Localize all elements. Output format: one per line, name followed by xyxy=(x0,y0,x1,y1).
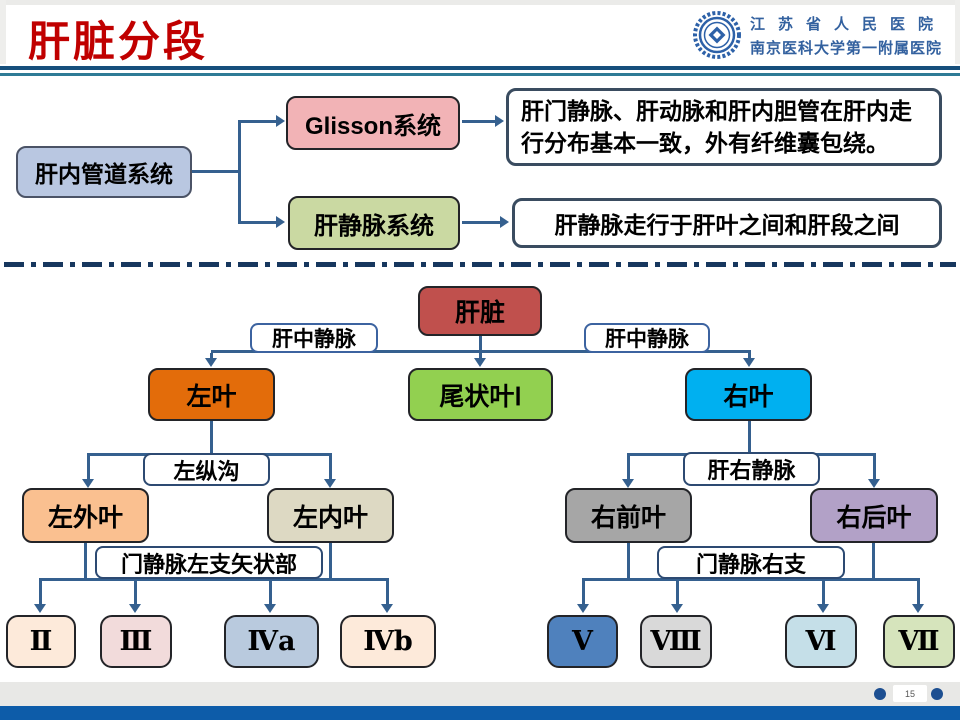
connector xyxy=(210,421,213,455)
arrow-to-left-inner xyxy=(324,479,336,488)
node-hepatic-vein-system: 肝静脉系统 xyxy=(288,196,460,250)
slide-edge-left xyxy=(0,0,6,64)
connector xyxy=(39,581,42,604)
connector xyxy=(748,421,751,455)
connector xyxy=(87,456,90,479)
arrow-to-glisson xyxy=(276,115,285,127)
title-underline-2 xyxy=(0,73,960,76)
slide-edge-top xyxy=(0,0,960,5)
connector xyxy=(386,581,389,604)
arrow-to-seg2 xyxy=(34,604,46,613)
section-divider xyxy=(4,262,956,267)
connector xyxy=(84,543,87,580)
node-segment-4b: Ⅳb xyxy=(340,615,436,668)
node-liver: 肝脏 xyxy=(418,286,542,336)
hospital-name-line2: 南京医科大学第一附属医院 xyxy=(750,40,943,57)
hepatic-vein-description: 肝静脉走行于肝叶之间和肝段之间 xyxy=(512,198,942,248)
connector xyxy=(269,581,272,604)
arrow-to-seg6 xyxy=(817,604,829,613)
page-number-chip: 15 xyxy=(893,685,927,702)
arrow-to-seg3 xyxy=(129,604,141,613)
connector xyxy=(238,221,276,224)
title-underline xyxy=(0,66,960,70)
connector xyxy=(872,543,875,580)
arrow-to-hepatic-vein xyxy=(276,216,285,228)
node-segment-4a: Ⅳa xyxy=(224,615,319,668)
arrow-to-right-anterior xyxy=(622,479,634,488)
node-intrahepatic-duct-system: 肝内管道系统 xyxy=(16,146,192,198)
node-left-inner-lobe: 左内叶 xyxy=(267,488,394,543)
arrow-to-glisson-desc xyxy=(495,115,504,127)
arrow-to-right-lobe xyxy=(743,358,755,367)
glisson-description: 肝门静脉、肝动脉和肝内胆管在肝内走 行分布基本一致，外有纤维囊包绕。 xyxy=(506,88,942,166)
arrow-to-seg7 xyxy=(912,604,924,613)
node-segment-7: Ⅶ xyxy=(883,615,955,668)
connector xyxy=(462,221,500,224)
node-left-outer-lobe: 左外叶 xyxy=(22,488,149,543)
arrow-to-seg4a xyxy=(264,604,276,613)
node-segment-8: Ⅷ xyxy=(640,615,712,668)
arrow-to-left-outer xyxy=(82,479,94,488)
connector xyxy=(134,581,137,604)
connector xyxy=(329,543,332,580)
connector xyxy=(479,336,482,358)
connector xyxy=(822,581,825,604)
connector xyxy=(39,578,389,581)
page-title: 肝脏分段 xyxy=(28,18,209,65)
label-portal-right-branch: 门静脉右支 xyxy=(657,546,845,579)
connector xyxy=(676,581,679,604)
label-middle-hepatic-vein-left: 肝中静脉 xyxy=(250,323,378,353)
arrow-to-right-posterior xyxy=(868,479,880,488)
footer-bar xyxy=(0,682,960,706)
label-left-longitudinal-groove: 左纵沟 xyxy=(143,453,270,486)
connector xyxy=(582,578,920,581)
hospital-logo: 江苏省人民医院 南京医科大学第一附属医院 xyxy=(692,10,946,60)
label-right-hepatic-vein: 肝右静脉 xyxy=(683,452,820,486)
connector xyxy=(748,353,751,359)
connector xyxy=(627,543,630,580)
node-glisson-system: Glisson系统 xyxy=(286,96,460,150)
node-segment-6: Ⅵ xyxy=(785,615,857,668)
arrow-to-left-lobe xyxy=(205,358,217,367)
arrow-to-seg5 xyxy=(577,604,589,613)
connector xyxy=(238,120,276,123)
node-segment-5: Ⅴ xyxy=(547,615,618,668)
hospital-logo-icon xyxy=(693,11,741,59)
connector xyxy=(627,456,630,479)
hospital-name-line1: 江苏省人民医院 xyxy=(750,16,947,33)
connector xyxy=(329,456,332,479)
arrow-to-vein-desc xyxy=(500,216,509,228)
slide-edge-right xyxy=(955,0,960,64)
arrow-to-seg4b xyxy=(381,604,393,613)
next-slide-button[interactable] xyxy=(931,688,943,700)
connector xyxy=(917,581,920,604)
node-left-lobe: 左叶 xyxy=(148,368,275,421)
connector xyxy=(873,456,876,479)
connector xyxy=(210,353,213,359)
connector xyxy=(462,120,495,123)
connector xyxy=(238,120,241,224)
arrow-to-seg8 xyxy=(671,604,683,613)
arrow-to-caudate xyxy=(474,358,486,367)
node-caudate-lobe: 尾状叶Ⅰ xyxy=(408,368,553,421)
node-right-posterior-lobe: 右后叶 xyxy=(810,488,938,543)
node-right-anterior-lobe: 右前叶 xyxy=(565,488,692,543)
prev-slide-button[interactable] xyxy=(874,688,886,700)
connector xyxy=(582,581,585,604)
node-segment-2: Ⅱ xyxy=(6,615,76,668)
footer-accent-bar xyxy=(0,706,960,720)
label-middle-hepatic-vein-right: 肝中静脉 xyxy=(584,323,710,353)
label-portal-left-sagittal: 门静脉左支矢状部 xyxy=(95,546,323,579)
node-right-lobe: 右叶 xyxy=(685,368,812,421)
connector xyxy=(192,170,240,173)
node-segment-3: Ⅲ xyxy=(100,615,172,668)
